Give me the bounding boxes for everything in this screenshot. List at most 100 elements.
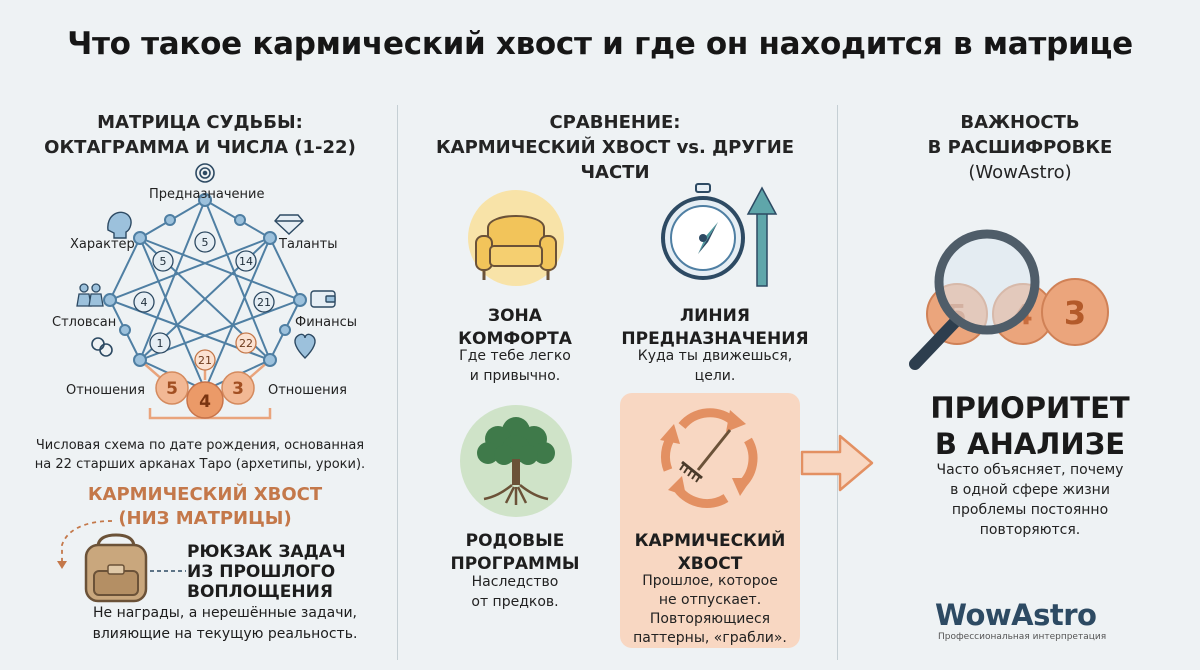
svg-text:21: 21 xyxy=(257,296,271,309)
priority-description-line2: в одной сфере жизни xyxy=(950,482,1110,498)
backpack-description-line1: Не награды, а нерешённые задачи, xyxy=(92,605,358,621)
ancestral-programs-title-line1: РОДОВЫЕ xyxy=(465,531,565,551)
node-label-relationships-left: Отношения xyxy=(66,383,145,398)
node-label-character: Характер xyxy=(70,237,135,252)
backpack-description-line2: влияющие на текущую реальность. xyxy=(92,626,358,642)
page-title: Что такое кармический хвост и где он нах… xyxy=(67,26,1133,62)
ancestral-programs-desc: Наследство от предков. xyxy=(440,572,590,612)
karmic-tail-heading: КАРМИЧЕСКИЙ ХВОСТ (НИЗ МАТРИЦЫ) xyxy=(60,483,350,531)
ancestral-programs-title: РОДОВЫЕ ПРОГРАММЫ xyxy=(440,530,590,576)
couple-icon xyxy=(76,283,104,307)
priority-heading-line2: В АНАЛИЗЕ xyxy=(934,427,1126,461)
matrix-heading: МАТРИЦА СУДЬБЫ: ОКТАГРАММА И ЧИСЛА (1-22… xyxy=(30,110,370,160)
karmic-tail-desc-line1: Прошлое, которое xyxy=(642,573,778,589)
importance-heading: ВАЖНОСТЬ В РАСШИФРОВКЕ (WowAstro) xyxy=(860,110,1180,185)
coin-right: 3 xyxy=(1041,278,1109,346)
svg-text:14: 14 xyxy=(239,255,253,268)
node-label-purpose: Предназначение xyxy=(149,187,265,202)
svg-text:5: 5 xyxy=(160,255,167,268)
svg-text:4: 4 xyxy=(141,296,148,309)
purpose-line-title-line1: ЛИНИЯ xyxy=(680,306,750,326)
karmic-tail-title-line2: ХВОСТ xyxy=(677,554,743,574)
comparison-heading-line1: СРАВНЕНИЕ: xyxy=(549,112,681,133)
arrow-head xyxy=(57,561,67,569)
number-top: 5 xyxy=(194,231,216,253)
target-icon xyxy=(195,163,215,183)
purpose-line-desc-line2: цели. xyxy=(694,368,736,384)
ancestral-programs-desc-line1: Наследство xyxy=(471,574,559,590)
tail-number-mid: 4 xyxy=(186,381,224,419)
backpack-icon xyxy=(84,533,148,603)
matrix-caption-line2: на 22 старших арканах Таро (архетипы, ур… xyxy=(34,457,366,472)
svg-text:5: 5 xyxy=(202,236,209,249)
tail-number-right: 3 xyxy=(221,371,255,405)
karmic-tail-title: КАРМИЧЕСКИЙ ХВОСТ xyxy=(620,530,800,576)
brand-tagline: Профессиональная интерпретация xyxy=(938,632,1107,642)
karmic-tail-desc: Прошлое, которое не отпускает. Повторяющ… xyxy=(620,572,800,648)
priority-heading: ПРИОРИТЕТ В АНАЛИЗЕ xyxy=(900,390,1160,462)
heart-icon xyxy=(294,333,316,359)
karmic-tail-title-line1: КАРМИЧЕСКИЙ xyxy=(634,531,786,551)
matrix-caption-line1: Числовая схема по дате рождения, основан… xyxy=(35,438,365,453)
karmic-tail-heading-line2: (НИЗ МАТРИЦЫ) xyxy=(118,508,292,529)
diamond-icon xyxy=(274,214,304,235)
comfort-zone-title-line1: ЗОНА xyxy=(488,306,542,326)
node-label-talents: Таланты xyxy=(279,237,338,252)
matrix-caption: Числовая схема по дате рождения, основан… xyxy=(20,436,380,474)
comparison-heading-line2: КАРМИЧЕСКИЙ ХВОСТ vs. ДРУГИЕ ЧАСТИ xyxy=(435,137,795,183)
number-right: 21 xyxy=(253,291,275,313)
dashed-arrow xyxy=(61,520,113,565)
backpack-title-line2: ИЗ ПРОШЛОГО xyxy=(187,562,336,582)
comfort-zone-title-line2: КОМФОРТА xyxy=(458,329,572,349)
magnifier-coins-illustration: 5 4 3 xyxy=(909,229,1109,370)
number-lower-left: 1 xyxy=(149,332,171,354)
priority-description-line1: Часто объясняет, почему xyxy=(936,462,1124,478)
number-upper-left: 5 xyxy=(152,250,174,272)
number-lower-mid: 21 xyxy=(194,349,216,371)
armchair-icon xyxy=(468,190,564,286)
backpack-title: РЮКЗАК ЗАДАЧ ИЗ ПРОШЛОГО ВОПЛОЩЕНИЯ xyxy=(187,542,346,602)
magnifier-handle xyxy=(909,316,961,370)
purpose-line-title-line2: ПРЕДНАЗНАЧЕНИЯ xyxy=(621,329,809,349)
karmic-tail-desc-line3: Повторяющиеся xyxy=(649,611,771,627)
rings-icon xyxy=(91,337,113,357)
node-label-left: Стловсан xyxy=(52,315,117,330)
backpack-illustration xyxy=(57,520,186,603)
node-label-relationships-right: Отношения xyxy=(268,383,347,398)
comfort-zone-desc-line1: Где тебе легко xyxy=(459,348,571,364)
svg-text:5: 5 xyxy=(166,379,178,399)
comparison-heading: СРАВНЕНИЕ: КАРМИЧЕСКИЙ ХВОСТ vs. ДРУГИЕ … xyxy=(400,110,830,185)
comfort-zone-title: ЗОНА КОМФОРТА xyxy=(445,305,585,351)
node-label-finances: Финансы xyxy=(295,315,358,330)
karmic-tail-desc-line2: не отпускает. xyxy=(658,592,762,608)
purpose-line-desc-line1: Куда ты движешься, xyxy=(637,348,793,364)
tree-icon xyxy=(460,405,572,517)
ancestral-programs-desc-line2: от предков. xyxy=(471,594,559,610)
outer-nodes xyxy=(103,193,307,367)
ancestral-programs-title-line2: ПРОГРАММЫ xyxy=(450,554,580,574)
comfort-zone-desc-line2: и привычно. xyxy=(469,368,561,384)
backpack-description: Не награды, а нерешённые задачи, влияющи… xyxy=(60,603,390,645)
compass-icon xyxy=(661,183,778,287)
number-lower-right: 22 xyxy=(235,332,257,354)
cycle-rake-icon xyxy=(660,408,758,508)
importance-heading-line3: (WowAstro) xyxy=(968,162,1072,183)
number-left: 4 xyxy=(133,291,155,313)
svg-text:3: 3 xyxy=(1064,294,1086,332)
comfort-zone-desc: Где тебе легко и привычно. xyxy=(440,346,590,386)
matrix-heading-line1: МАТРИЦА СУДЬБЫ: xyxy=(97,112,303,133)
karmic-tail-desc-line4: паттерны, «грабли». xyxy=(633,630,787,646)
karmic-tail-heading-line1: КАРМИЧЕСКИЙ ХВОСТ xyxy=(87,484,323,505)
brand-logo: WowAstro xyxy=(935,598,1097,632)
wallet-icon xyxy=(310,290,336,308)
priority-description-line4: повторяются. xyxy=(979,522,1081,538)
priority-description: Часто объясняет, почему в одной сфере жи… xyxy=(905,460,1155,540)
svg-text:4: 4 xyxy=(199,392,211,412)
arrow-right-icon xyxy=(800,434,874,492)
magnifier-lens xyxy=(934,229,1040,335)
octagram-diagram: 5 5 14 4 21 1 21 22 5 3 4 xyxy=(76,163,336,420)
karmic-tail-card xyxy=(620,393,800,648)
purpose-line-desc: Куда ты движешься, цели. xyxy=(620,346,810,386)
svg-text:21: 21 xyxy=(198,354,212,367)
matrix-heading-line2: ОКТАГРАММА И ЧИСЛА (1-22) xyxy=(44,137,356,158)
